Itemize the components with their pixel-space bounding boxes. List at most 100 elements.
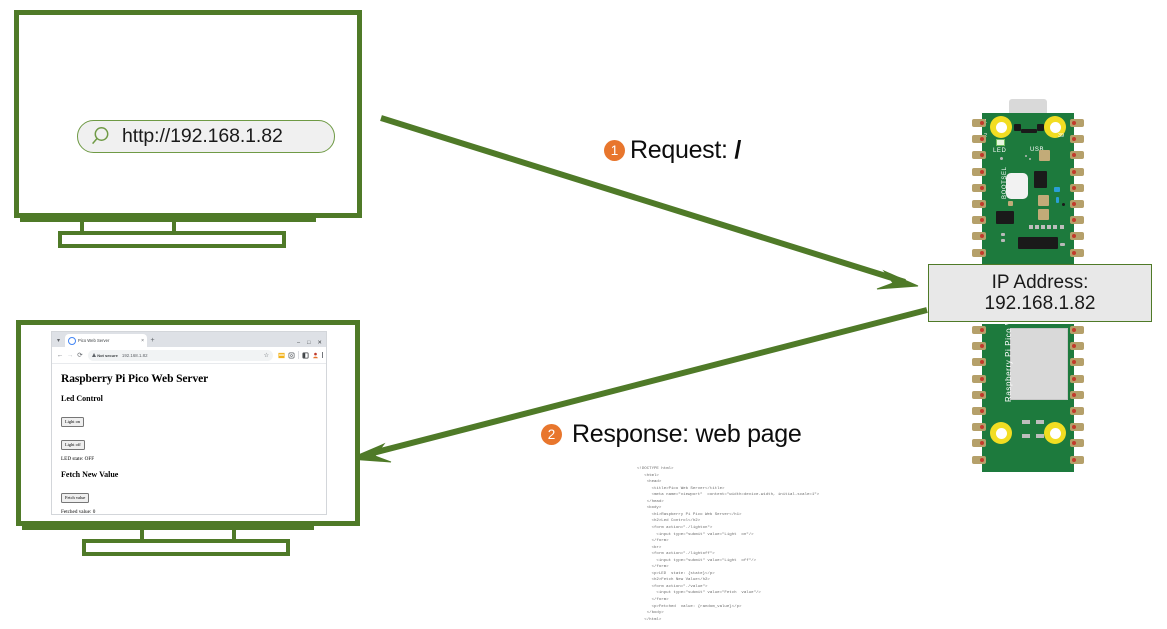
gpio-pad-hole [1072,441,1076,446]
puzzle-extensions-icon[interactable] [288,352,295,359]
mount-hole-bottom-right [1044,422,1066,444]
gpio-pad-right [1070,423,1084,432]
gpio-pad-right [1070,407,1084,415]
monitor-top-stand-base [58,231,286,248]
passive-tan-c [1038,209,1049,220]
monitor-bottom-neck-left [140,526,144,540]
browser-window: ▾ Pico Web Server × + – □ ✕ ← → ⟳ Not se… [51,331,327,515]
monitor-bottom-bezel-bar [22,526,314,530]
gpio-pad-hole [1072,328,1076,332]
gpio-pad-hole [1072,344,1076,349]
toolbar-icon-group [276,351,323,359]
gpio-pad-right [1070,326,1084,334]
not-secure-label: Not secure [97,352,118,358]
solder-pad-a [1029,225,1033,229]
gpio-pad-hole [1072,137,1076,142]
passive-tan-d [1008,201,1013,206]
passive-cyan-b [1056,197,1059,203]
gpio-pad-left [972,167,986,176]
browser-tab-strip: ▾ Pico Web Server × + – □ ✕ [52,332,326,347]
gpio-pad-hole [1072,234,1076,239]
usb-prong-right [1037,124,1044,131]
gpio-pad-left [972,326,986,334]
monitor-top-neck-left [80,218,84,232]
light-off-button[interactable]: Light off [61,440,85,450]
gpio-pad-right [1070,455,1084,464]
monitor-top-bezel-bar [20,218,316,222]
gpio-pad-hole [1072,202,1076,206]
gpio-pad-hole [1072,425,1076,430]
usb-prong-left [1014,124,1021,131]
chip-rp2040 [1034,171,1047,188]
ip-address-callout: IP Address: 192.168.1.82 [928,264,1152,322]
extension-orange-icon[interactable] [278,352,285,359]
gpio-pad-left [972,423,986,432]
arrow-request-shaft [380,115,906,285]
gpio-pad-hole [980,457,984,462]
solder-pad-d [1047,225,1051,229]
pico-pcb-bottom: Raspberry Pi Pico W [982,317,1074,472]
bootsel-button[interactable] [1006,173,1028,199]
profile-avatar-icon[interactable] [312,352,319,359]
gpio-pad-right [1070,216,1084,225]
gpio-pad-hole [980,425,984,430]
chip-flash [996,211,1014,224]
gpio-pad-hole [980,121,984,125]
reload-button[interactable]: ⟳ [77,352,83,359]
solder-pad-h [1036,420,1044,424]
gpio-pad-left [972,200,986,208]
gpio-pad-left [972,119,986,127]
close-window-button[interactable]: ✕ [317,339,322,346]
gpio-pad-right [1070,119,1084,127]
solder-pad-c [1041,225,1045,229]
warning-triangle-icon [92,353,96,357]
solder-pad-b [1035,225,1039,229]
chip-wifi-module [1018,237,1058,249]
fetched-value-text: Fetched value: 0 [61,509,96,515]
gpio-pad-hole [980,409,984,413]
gpio-pad-hole [1072,360,1076,365]
mount-hole-bottom-left [990,422,1012,444]
browser-tab[interactable]: Pico Web Server × [65,334,147,347]
gpio-pad-left [972,151,986,160]
via-dot-c [1029,158,1031,160]
gpio-pad-right [1070,167,1084,176]
mount-hole-top-left [990,116,1012,138]
gpio-pad-hole [1072,185,1076,190]
gpio-pad-left [972,342,986,351]
browser-menu-button[interactable] [321,352,323,358]
solder-pad-g [1022,420,1030,424]
section-heading-led: Led Control [61,394,103,403]
search-input[interactable]: http://192.168.1.82 [77,120,335,153]
maximize-button[interactable]: □ [307,339,311,346]
toolbar-divider [298,351,299,359]
tab-search-caret-icon[interactable]: ▾ [56,338,60,344]
raspberry-pi-pico-board: LED USB BOOTSEL [972,99,1084,472]
gpio-pad-left [972,232,986,241]
gpio-pad-right [1070,183,1084,192]
minimize-button[interactable]: – [297,339,301,346]
solder-pad-i [1022,434,1030,438]
bookmark-star-icon[interactable]: ☆ [263,352,270,359]
via-dot-f [1001,239,1005,242]
gpio-pad-hole [1072,250,1076,255]
gpio-pad-hole [980,441,984,446]
wifi-shield-can [1010,328,1068,400]
solder-pad-e [1053,225,1057,229]
not-secure-badge[interactable]: Not secure [92,353,118,358]
split-screen-icon[interactable] [302,351,309,359]
via-dot-b [1025,155,1027,157]
back-button[interactable]: ← [56,351,64,359]
ip-callout-line2: 192.168.1.82 [984,293,1096,314]
fetch-value-button[interactable]: Fetch value [61,493,90,503]
light-on-button[interactable]: Light on [61,417,85,427]
solder-pad-j [1036,434,1044,438]
close-icon[interactable]: × [141,337,144,344]
flow-label-request-text: Request: / [630,136,741,164]
forward-button[interactable]: → [66,351,74,359]
usb-prong-mid [1021,129,1037,133]
gpio-pad-right [1070,358,1084,367]
new-tab-button[interactable]: + [150,337,155,344]
address-bar[interactable]: Not secure 192.168.1.82 ☆ [88,349,274,361]
